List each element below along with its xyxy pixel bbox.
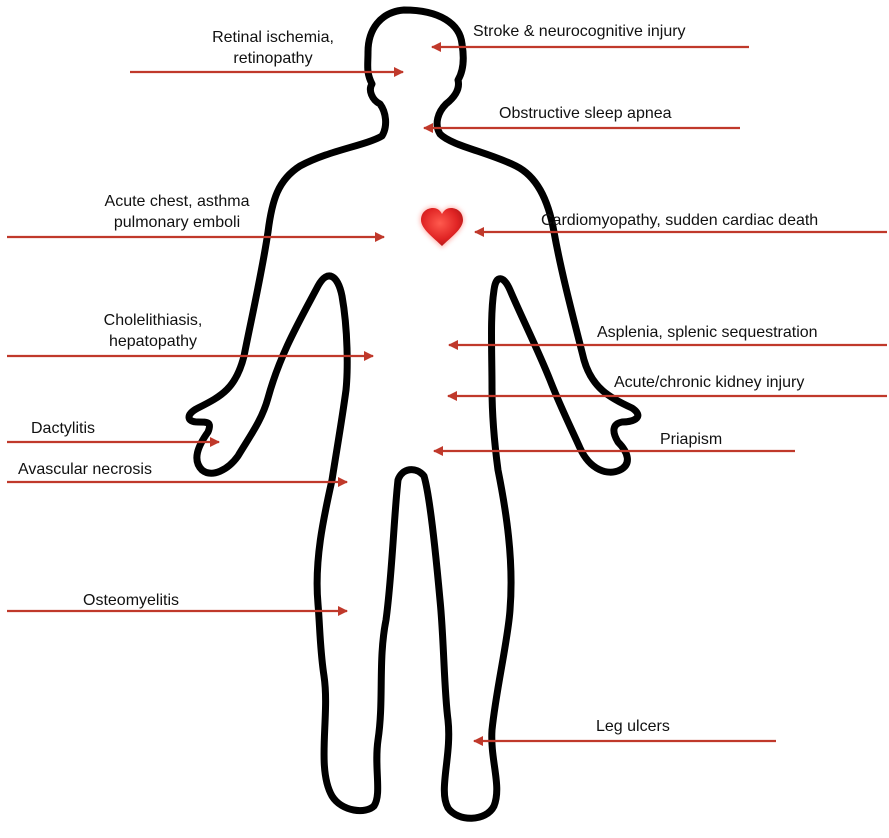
label-retinal-line2: retinopathy [212, 48, 334, 69]
label-asplenia: Asplenia, splenic sequestration [597, 322, 818, 343]
label-leg-ulcers: Leg ulcers [596, 716, 670, 737]
human-body-outline [189, 10, 638, 818]
label-dactylitis: Dactylitis [31, 418, 95, 439]
arrows [7, 47, 887, 741]
label-chole: Cholelithiasis, hepatopathy [104, 310, 203, 352]
label-chole-line2: hepatopathy [104, 331, 203, 352]
label-priapism: Priapism [660, 429, 722, 450]
label-chole-line1: Cholelithiasis, [104, 310, 203, 331]
label-osa: Obstructive sleep apnea [499, 103, 672, 124]
label-acute-chest-line2: pulmonary emboli [105, 212, 250, 233]
label-retinal-line1: Retinal ischemia, [212, 27, 334, 48]
heart-icon [420, 207, 464, 248]
label-stroke: Stroke & neurocognitive injury [473, 21, 686, 42]
label-acute-chest-line1: Acute chest, asthma [105, 191, 250, 212]
label-cardio: Cardiomyopathy, sudden cardiac death [541, 210, 818, 231]
label-avn: Avascular necrosis [18, 459, 152, 480]
label-retinal: Retinal ischemia, retinopathy [212, 27, 334, 69]
label-osteo: Osteomyelitis [83, 590, 179, 611]
label-acute-chest: Acute chest, asthma pulmonary emboli [105, 191, 250, 233]
label-kidney: Acute/chronic kidney injury [614, 372, 804, 393]
